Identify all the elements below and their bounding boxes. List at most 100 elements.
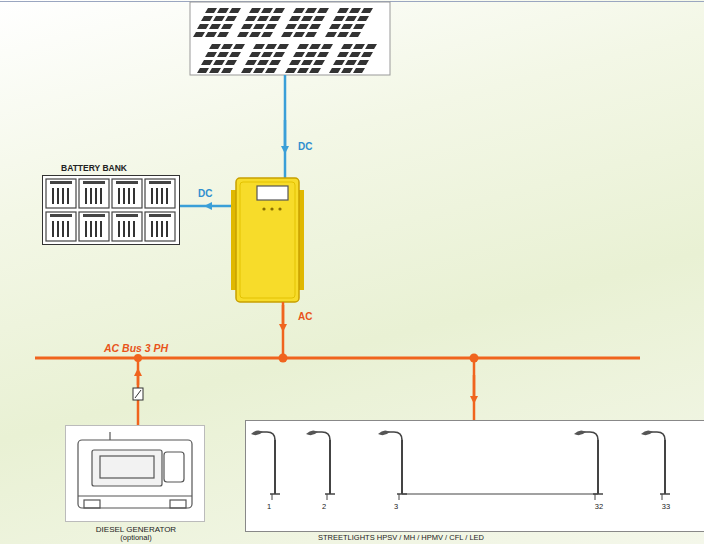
battery-terminal [116,214,138,217]
solar-cell [257,16,269,21]
battery-cell [145,179,175,208]
generator-box-fill [65,425,205,522]
solar-cell [205,32,217,37]
battery-plate [123,188,125,204]
ac-bus [35,357,640,360]
inverter [231,178,304,302]
generator-foot [84,500,100,508]
solar-cell [345,60,357,65]
battery-plate [62,188,64,204]
battery-cell [46,212,76,241]
solar-cell [261,8,273,13]
battery-cell [46,179,76,208]
battery-plate [90,221,92,237]
pole-arm [651,432,665,440]
solar-cell [249,8,261,13]
solar-cell [321,44,333,49]
solar-cell [341,44,353,49]
solar-cell [341,24,353,29]
solar-cell [345,16,357,21]
battery-plate [123,221,125,237]
solar-cell [261,52,273,57]
solar-cell [317,8,329,13]
pole [401,440,403,494]
solar-cell [213,16,225,21]
solar-cell [229,8,241,13]
pole-foot [399,494,400,500]
solar-cell [313,60,325,65]
signal-label: DC [298,141,312,152]
battery-plate [95,188,97,204]
callout-number: 32 [595,503,603,512]
solar-cell [317,52,329,57]
node-note: (optional) [120,534,151,543]
battery-plate [161,221,163,237]
solar-cell [297,44,309,49]
solar-cell [209,44,221,49]
pole-arm [261,432,275,440]
pole [329,440,331,494]
streetlights-box-fill [245,420,704,532]
battery-terminal [116,181,138,184]
solar-cell [221,68,233,73]
battery-cell [112,212,142,241]
pole-foot [272,494,273,500]
solar-cell [193,32,205,37]
inverter-body [236,178,299,302]
lamp-head [251,430,263,435]
battery-cells [46,179,175,241]
solar-cell [361,8,373,13]
solar-cell [325,32,337,37]
battery-terminal [83,181,105,184]
solar-cell [269,60,281,65]
solar-cell [337,32,349,37]
breaker-symbol [133,388,143,400]
solar-cell [205,52,217,57]
battery-terminal [50,214,72,217]
pole-foot [595,494,596,500]
solar-cells [193,8,377,73]
solar-cell [273,52,285,57]
solar-cell [349,52,361,57]
battery-bank: BATTERY BANK [42,175,180,245]
battery-plate [90,188,92,204]
cable-run [402,493,598,494]
solar-cell [225,16,237,21]
battery-plate [85,188,87,204]
battery-plate [133,221,135,237]
solar-cell [209,24,221,29]
solar-cell [289,16,301,21]
node-heading: BATTERY BANK [61,164,127,174]
generator-panel [100,456,154,478]
lamp-head [378,430,390,435]
battery-plate [57,221,59,237]
solar-cell [357,60,369,65]
dc-arrow [284,120,287,150]
battery-plate [95,221,97,237]
solar-cell [257,60,269,65]
pole [597,440,599,494]
solar-cell [221,24,233,29]
pole-arm [316,432,330,440]
solar-cell [281,32,293,37]
solar-cell [205,8,217,13]
pole-foot [327,494,328,500]
battery-plate [85,221,87,237]
battery-plate [67,221,69,237]
solar-cell [333,16,345,21]
battery-cell [145,212,175,241]
inverter-led [270,207,273,210]
generator-drawing [78,432,192,508]
battery-plate [166,188,168,204]
solar-cell [309,24,321,29]
solar-cell [217,32,229,37]
solar-cell [197,68,209,73]
battery-cell [112,179,142,208]
solar-cell [365,44,377,49]
solar-cell [249,52,261,57]
battery-plate [52,188,54,204]
callout-number: 3 [394,503,398,512]
ac-arrow [137,372,140,385]
solar-cell [305,32,317,37]
